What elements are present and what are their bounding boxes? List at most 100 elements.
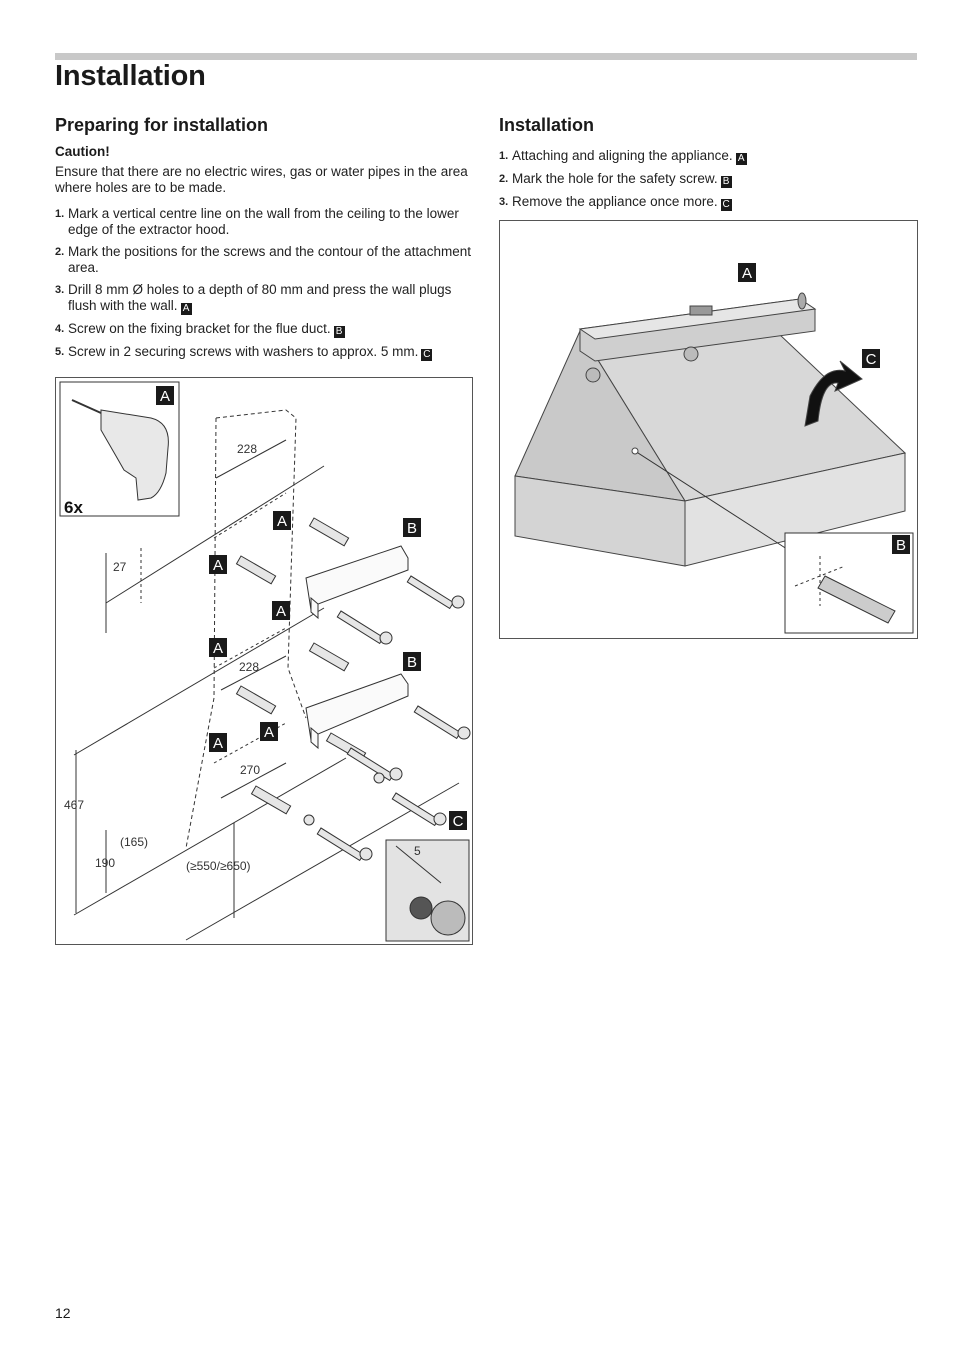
fixing-bracket [310, 726, 319, 750]
screw-icon [316, 827, 365, 862]
wall-line [73, 607, 325, 756]
page-number: 12 [55, 1305, 71, 1321]
installation-steps: 1.Attaching and aligning the appliance.A… [499, 148, 917, 211]
badge-a: A [735, 153, 747, 165]
dim-line [220, 762, 287, 799]
screw-head-icon [389, 767, 403, 781]
screw-head-icon [433, 812, 447, 826]
callout-a [272, 601, 290, 620]
callout-a [260, 722, 278, 741]
wall-line [73, 757, 347, 916]
svg-text:A: A [213, 640, 223, 657]
step-item: 1.Attaching and aligning the appliance.A [499, 148, 917, 165]
page-title: Installation [55, 60, 206, 92]
callout-a [273, 511, 291, 530]
svg-text:A: A [213, 557, 223, 574]
screw-head-icon [379, 631, 393, 645]
fixing-bracket [310, 596, 319, 620]
fixing-bracket [305, 673, 409, 741]
header-rule [55, 53, 917, 60]
wall-plug-icon [235, 685, 277, 715]
preparing-steps: 1.Mark a vertical centre line on the wal… [55, 206, 473, 361]
step-item: 1.Mark a vertical centre line on the wal… [55, 206, 459, 237]
screw-head-icon [451, 595, 465, 609]
dim-line [220, 655, 287, 691]
screw-icon [406, 575, 455, 610]
preparing-section: Preparing for installation Caution! Ensu… [55, 115, 473, 367]
caution-label: Caution! [55, 144, 110, 159]
installation-heading: Installation [499, 115, 595, 135]
ceiling-line [105, 465, 325, 604]
step-item: 2.Mark the positions for the screws and … [55, 244, 471, 275]
washer-icon [303, 814, 315, 826]
step-item: 5.Screw in 2 securing screws with washer… [55, 344, 433, 361]
callout-a [209, 638, 227, 657]
callout-b [403, 652, 421, 671]
callout-a [209, 733, 227, 752]
screw-head-icon [359, 847, 373, 861]
screw-icon [336, 610, 385, 645]
badge-c: C [421, 349, 433, 361]
callout-b [403, 518, 421, 537]
screw-icon [391, 792, 440, 827]
dim-467: 467 [64, 798, 84, 812]
screw-detail-icon [395, 845, 466, 936]
fixing-bracket [305, 545, 409, 611]
badge-b: B [720, 176, 732, 188]
step-item: 3.Drill 8 mm Ø holes to a depth of 80 mm… [55, 282, 452, 315]
callout-b [892, 535, 910, 554]
callout-c [449, 811, 467, 830]
level-bubble-icon [797, 292, 807, 310]
callout-c [862, 349, 880, 368]
step-item: 3.Remove the appliance once more.C [499, 194, 732, 211]
svg-text:A: A [277, 513, 287, 530]
badge-c: C [720, 199, 732, 211]
marking-line [634, 450, 791, 552]
level-bubble-icon [689, 305, 713, 316]
dim-550: (≥550/≥650) [186, 859, 251, 873]
screw-head-icon [457, 726, 471, 740]
contour-line [185, 417, 217, 849]
wall-plug-icon [308, 642, 350, 672]
screw-icon [683, 346, 699, 362]
preparing-heading: Preparing for installation [55, 115, 269, 135]
svg-text:A: A [213, 735, 223, 752]
installation-section: Installation 1.Attaching and aligning th… [499, 115, 917, 217]
svg-text:A: A [742, 265, 752, 282]
svg-text:B: B [407, 654, 417, 671]
mounting-diagram: 228 27 228 270 467 (165) 190 (≥550/≥650)… [55, 377, 473, 945]
callout-a [156, 386, 174, 405]
svg-text:A: A [264, 724, 274, 741]
hole-mark [631, 447, 639, 455]
centre-line [213, 627, 287, 669]
svg-text:C: C [453, 813, 464, 830]
step-item: 2.Mark the hole for the safety screw.B [499, 171, 917, 188]
callout-a [209, 555, 227, 574]
badge-b: B [333, 326, 345, 338]
dim-270: 270 [240, 763, 260, 777]
svg-text:A: A [276, 603, 286, 620]
hood-diagram: A C B [499, 220, 918, 639]
drill-count: 6x [64, 498, 83, 517]
mounting-diagram-svg: 228 27 228 270 467 (165) 190 (≥550/≥650)… [59, 381, 471, 942]
dim-165: (165) [120, 835, 148, 849]
caution-text: Ensure that there are no electric wires,… [55, 164, 468, 195]
contour-line [215, 409, 307, 719]
dim-228-mid: 228 [239, 660, 259, 674]
svg-text:C: C [866, 351, 877, 368]
dim-5: 5 [414, 844, 421, 858]
wall-plug-icon [308, 517, 350, 547]
wall-plug-icon [235, 555, 277, 585]
lift-arrow-icon [804, 360, 863, 427]
screw-icon [585, 367, 601, 383]
spirit-level [578, 298, 817, 340]
hood-diagram-svg: A C B [514, 263, 914, 634]
centre-line [213, 492, 287, 539]
screw-icon [346, 747, 395, 782]
svg-text:B: B [407, 520, 417, 537]
pencil-icon [794, 556, 896, 624]
dim-190: 190 [95, 856, 115, 870]
washer-icon [373, 772, 385, 784]
svg-text:A: A [160, 388, 170, 405]
callout-a [738, 263, 756, 282]
